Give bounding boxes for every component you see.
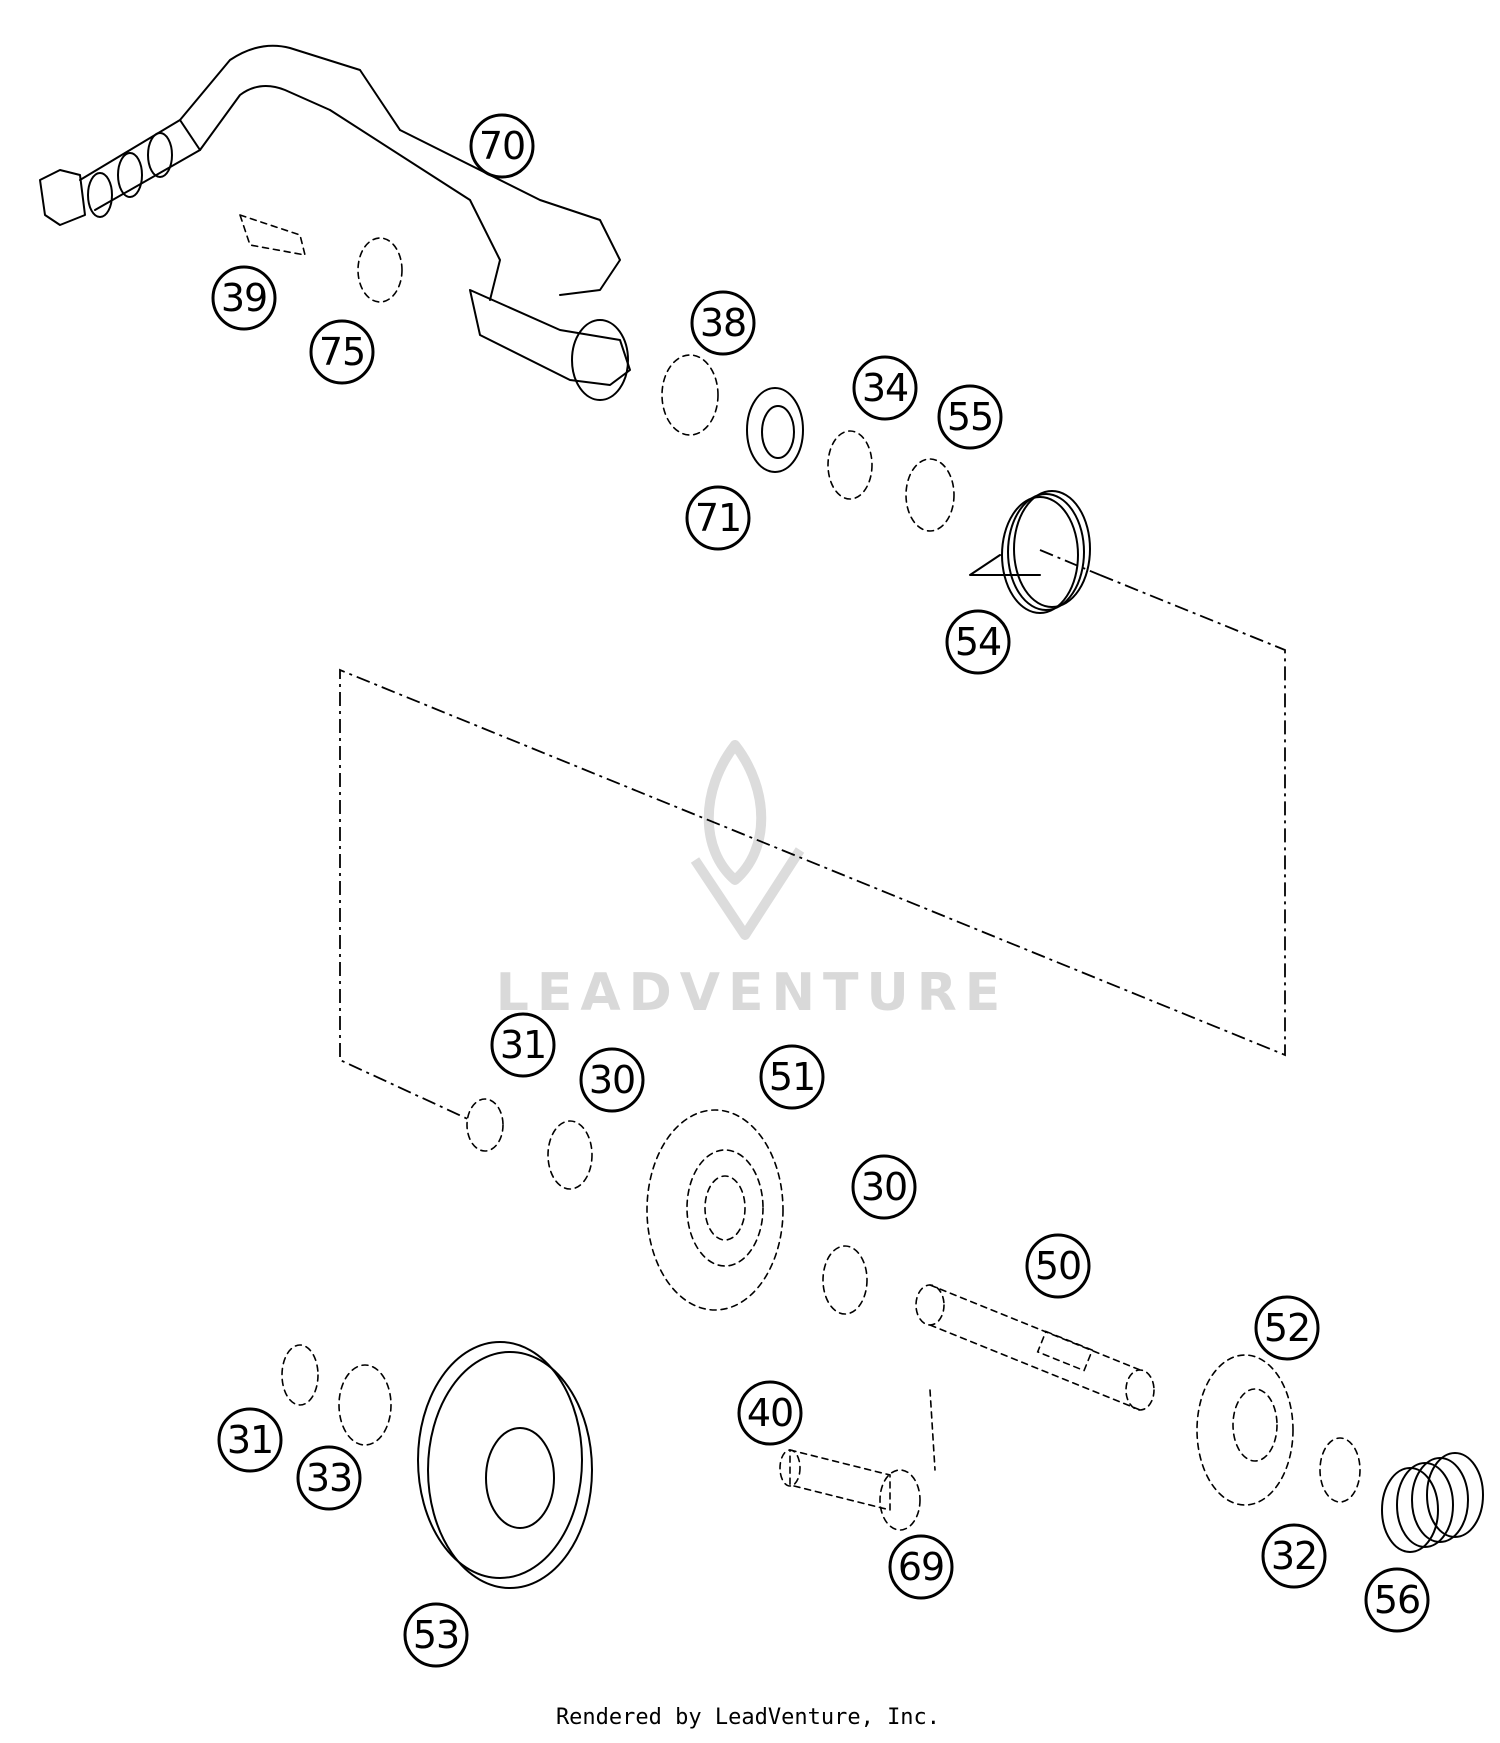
washer bbox=[357, 237, 403, 303]
circlip bbox=[827, 430, 873, 500]
bushing bbox=[661, 354, 719, 436]
svg-text:69: 69 bbox=[898, 1545, 944, 1589]
svg-text:70: 70 bbox=[479, 124, 525, 168]
pin bbox=[238, 213, 307, 257]
callout-50: 50 bbox=[1025, 1233, 1091, 1299]
callout-38: 38 bbox=[690, 290, 756, 356]
svg-text:30: 30 bbox=[861, 1165, 907, 1209]
callout-51: 51 bbox=[759, 1044, 825, 1110]
svg-text:32: 32 bbox=[1271, 1534, 1317, 1578]
svg-text:40: 40 bbox=[747, 1391, 793, 1435]
watermark-brand: LEADVENTURE bbox=[496, 963, 1009, 1023]
footer-credit: Rendered by LeadVenture, Inc. bbox=[556, 1705, 940, 1730]
callout-32: 32 bbox=[1261, 1523, 1327, 1589]
ring bbox=[746, 387, 804, 473]
washer-lower bbox=[338, 1364, 392, 1446]
svg-text:71: 71 bbox=[695, 496, 741, 540]
svg-text:30: 30 bbox=[589, 1058, 635, 1102]
svg-text:53: 53 bbox=[413, 1613, 459, 1657]
assembly-line-outer bbox=[339, 574, 1286, 1121]
callout-75: 75 bbox=[309, 319, 375, 385]
callout-39: 39 bbox=[211, 265, 277, 331]
svg-text:75: 75 bbox=[319, 330, 365, 374]
callout-54: 54 bbox=[945, 609, 1011, 675]
assembly-line-spring bbox=[1039, 549, 1101, 576]
thrust-washer bbox=[547, 1120, 593, 1190]
callout-52: 52 bbox=[1254, 1295, 1320, 1361]
callout-30-left: 30 bbox=[579, 1047, 645, 1113]
compression-spring bbox=[1381, 1452, 1484, 1553]
kick-gear bbox=[646, 1109, 784, 1311]
callout-31-lower: 31 bbox=[217, 1407, 283, 1473]
spacer bbox=[905, 458, 955, 532]
thrust-washer-2 bbox=[822, 1245, 868, 1315]
callout-31-upper: 31 bbox=[490, 1012, 556, 1078]
bushing-lower bbox=[779, 1448, 891, 1512]
watermark-logo bbox=[690, 740, 805, 940]
svg-text:33: 33 bbox=[306, 1456, 352, 1500]
svg-text:54: 54 bbox=[955, 620, 1001, 664]
svg-text:51: 51 bbox=[769, 1055, 815, 1099]
callout-40: 40 bbox=[737, 1380, 803, 1446]
svg-text:34: 34 bbox=[862, 366, 908, 410]
kick-lever bbox=[39, 44, 631, 401]
idler-gear bbox=[417, 1341, 593, 1589]
callout-55: 55 bbox=[937, 384, 1003, 450]
callout-33: 33 bbox=[296, 1445, 362, 1511]
kick-shaft bbox=[915, 1284, 1155, 1411]
callout-53: 53 bbox=[403, 1602, 469, 1668]
circlip-small bbox=[466, 1098, 504, 1152]
svg-text:52: 52 bbox=[1264, 1306, 1310, 1350]
callout-34: 34 bbox=[852, 355, 918, 421]
svg-text:38: 38 bbox=[700, 301, 746, 345]
svg-text:39: 39 bbox=[221, 276, 267, 320]
ratchet bbox=[1196, 1354, 1294, 1506]
callout-70: 70 bbox=[469, 113, 535, 179]
callout-30-right: 30 bbox=[851, 1154, 917, 1220]
svg-text:31: 31 bbox=[227, 1418, 273, 1462]
washer-small bbox=[1319, 1437, 1361, 1503]
svg-text:56: 56 bbox=[1374, 1578, 1420, 1622]
svg-text:50: 50 bbox=[1035, 1244, 1081, 1288]
pin-lower bbox=[879, 1389, 936, 1531]
svg-text:31: 31 bbox=[500, 1023, 546, 1067]
svg-text:55: 55 bbox=[947, 395, 993, 439]
circlip-lower bbox=[281, 1344, 319, 1406]
callout-69: 69 bbox=[888, 1534, 954, 1600]
callout-56: 56 bbox=[1364, 1567, 1430, 1633]
coil-spring bbox=[969, 490, 1091, 614]
callout-71: 71 bbox=[685, 485, 751, 551]
